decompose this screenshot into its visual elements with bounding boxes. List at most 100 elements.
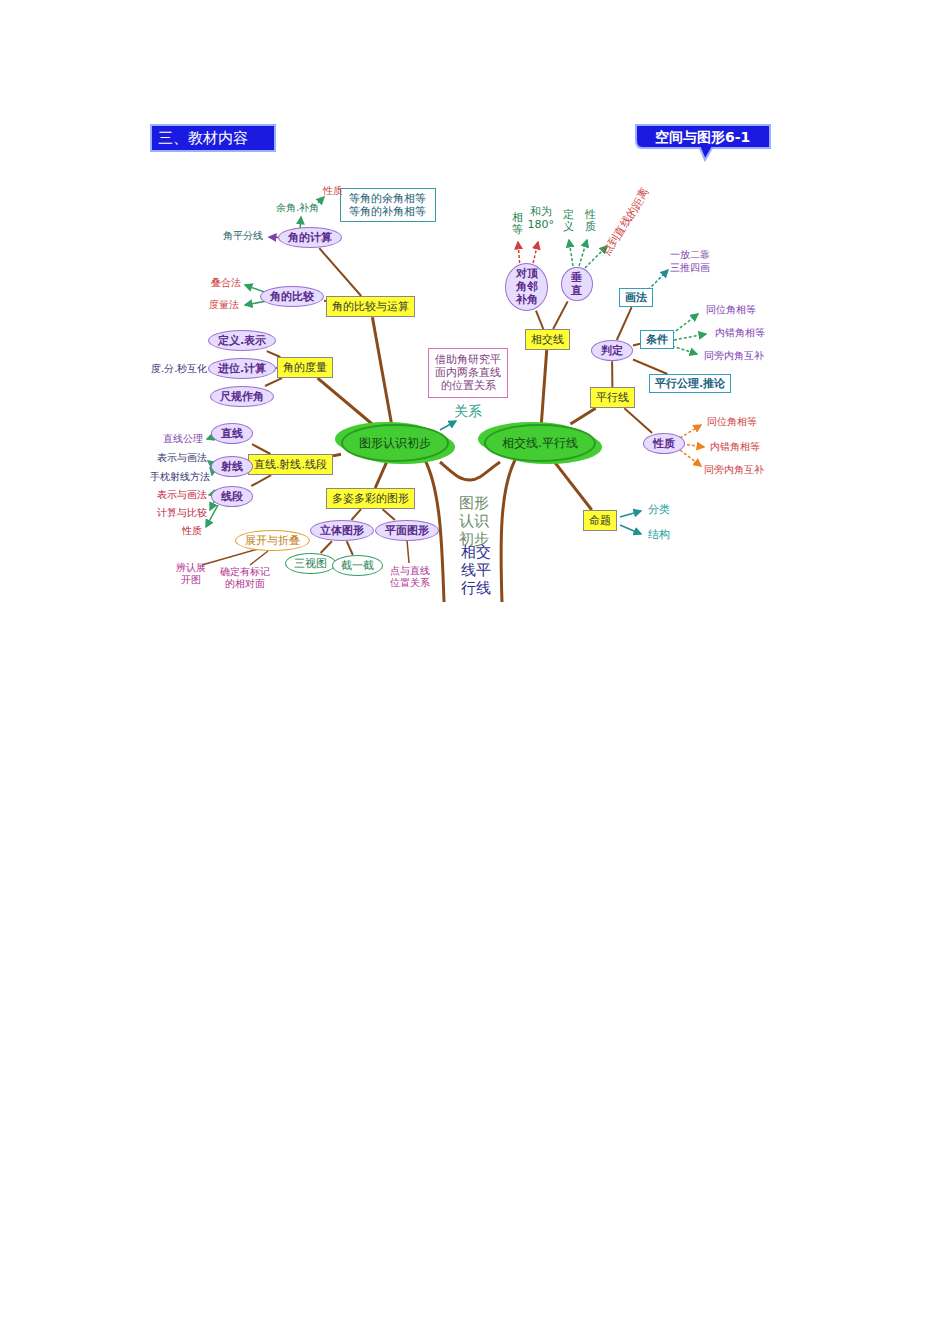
leaf-label: 余角.补角 <box>276 202 319 214</box>
leaf-label: 辨认展开图 <box>175 562 206 586</box>
subtopic-ellipse: 展开与折叠 <box>235 530 310 551</box>
leaf-label: 结构 <box>648 529 670 542</box>
leaf-label: 性质 <box>323 185 343 197</box>
topic-box: 直线.射线.线段 <box>248 454 333 475</box>
subtopic-ellipse: 进位.计算 <box>208 358 276 379</box>
subtopic-ellipse: 射线 <box>211 456 253 477</box>
leaf-label: 性质 <box>182 525 202 537</box>
subtopic-ellipse: 直线 <box>211 423 253 444</box>
leaf-label: 同位角相等 <box>706 304 756 316</box>
branch-line <box>252 444 271 454</box>
branch-line <box>372 317 391 424</box>
topic-box: 平行线 <box>590 387 635 408</box>
node-text: 进位.计算 <box>218 362 266 375</box>
method-box: 条件 <box>640 330 674 349</box>
leaf-label: 同旁内角互补 <box>704 464 764 476</box>
node-text: 图形认识初步 <box>359 436 431 450</box>
method-box: 画法 <box>619 288 653 307</box>
node-text: 判定 <box>601 344 623 357</box>
subtopic-ellipse: 判定 <box>591 340 633 361</box>
node-text: 借助角研究平面内两条直线的位置关系 <box>434 353 502 393</box>
branch-line <box>555 462 592 510</box>
leaf-label: 表示与画法 <box>157 489 207 501</box>
node-text: 平面图形 <box>385 524 429 537</box>
branch-line <box>383 509 395 520</box>
branch-line <box>536 311 543 329</box>
leaf-label: 一放二靠 <box>670 249 710 261</box>
node-text: 直线 <box>221 427 243 440</box>
node-text: 尺规作角 <box>220 390 264 403</box>
heading: 三、教材内容 <box>150 124 276 152</box>
topic-box: 多姿多彩的图形 <box>326 488 415 509</box>
subtopic-ellipse: 垂直 <box>561 267 593 301</box>
subtopic-ellipse: 尺规作角 <box>210 386 274 407</box>
leaf-label: 相等 <box>512 212 523 236</box>
node-text: 画法 <box>625 291 647 304</box>
branch-line <box>553 301 568 329</box>
node-text: 直线.射线.线段 <box>254 458 327 471</box>
node-text: 多姿多彩的图形 <box>332 492 409 505</box>
leaf-label: 叠合法 <box>211 277 241 289</box>
branch-line <box>318 378 373 424</box>
subtopic-ellipse: 线段 <box>211 486 253 507</box>
leaf-label: 图形认识初步 <box>458 494 490 548</box>
node-text: 平行线 <box>596 391 629 404</box>
branch-line <box>617 307 632 340</box>
section-tag: 空间与图形6-1 <box>655 129 750 145</box>
method-box: 平行公理.推论 <box>649 374 731 393</box>
node-text: 对顶角邻补角 <box>515 267 538 307</box>
subtopic-ellipse: 角的计算 <box>278 227 342 248</box>
subtopic-ellipse: 立体图形 <box>310 520 374 541</box>
branch-line <box>319 248 361 296</box>
leaf-label: 和为180° <box>527 205 555 231</box>
branch-line <box>624 408 652 433</box>
leaf-label: 关系 <box>454 403 482 419</box>
note-box: 借助角研究平面内两条直线的位置关系 <box>428 348 508 398</box>
node-text: 角的比较 <box>270 290 314 303</box>
subtopic-ellipse: 截一截 <box>332 555 383 576</box>
branch-line <box>375 462 386 488</box>
node-text: 线段 <box>221 490 243 503</box>
leaf-label: 点与直线位置关系 <box>387 565 433 589</box>
branch-line <box>351 509 361 520</box>
leaf-label: 度量法 <box>209 299 239 311</box>
leaf-label: 直线公理 <box>163 433 203 445</box>
subtopic-ellipse: 对顶角邻补角 <box>505 263 548 311</box>
leaf-label: 同位角相等 <box>707 416 757 428</box>
node-text: 条件 <box>646 333 668 346</box>
leaf-label: 相交线平行线 <box>460 543 492 597</box>
node-text: 平行公理.推论 <box>655 377 725 390</box>
leaf-label: 内错角相等 <box>710 441 760 453</box>
leader-lines <box>202 197 706 565</box>
leaf-label: 表示与画法 <box>157 452 207 464</box>
topic-box: 命题 <box>583 510 617 531</box>
topic-box: 角的比较与运算 <box>326 296 415 317</box>
node-text: 三视图 <box>294 557 327 570</box>
node-text: 性质 <box>653 437 675 450</box>
node-text: 角的计算 <box>288 231 332 244</box>
tag-shape <box>636 125 770 160</box>
branch-line <box>541 350 546 424</box>
node-text: 垂直 <box>571 271 583 297</box>
leaf-label: 同旁内角互补 <box>704 350 764 362</box>
branch-line <box>333 454 341 456</box>
node-text: 定义.表示 <box>218 334 266 347</box>
branch-line <box>251 475 271 486</box>
leaf-label: 三推四画 <box>670 262 710 274</box>
branch-line <box>265 378 282 386</box>
node-text: 角的比较与运算 <box>332 300 409 313</box>
leaf-label: 点到直线的距离 <box>601 186 653 258</box>
leaf-label: 手枕射线方法 <box>150 471 210 483</box>
node-text: 相交线.平行线 <box>502 436 578 450</box>
subtopic-ellipse: 平面图形 <box>375 520 439 541</box>
note-box: 等角的余角相等 等角的补角相等 <box>340 188 436 222</box>
branch-line <box>321 541 332 553</box>
node-text: 等角的余角相等 等角的补角相等 <box>346 192 430 218</box>
cloud-topic: 相交线.平行线 <box>484 424 596 462</box>
subtopic-ellipse: 三视图 <box>285 553 336 574</box>
leaf-label: 确定有标记的相对面 <box>219 566 270 590</box>
branch-line <box>611 361 613 387</box>
topic-box: 角的度量 <box>277 357 333 378</box>
